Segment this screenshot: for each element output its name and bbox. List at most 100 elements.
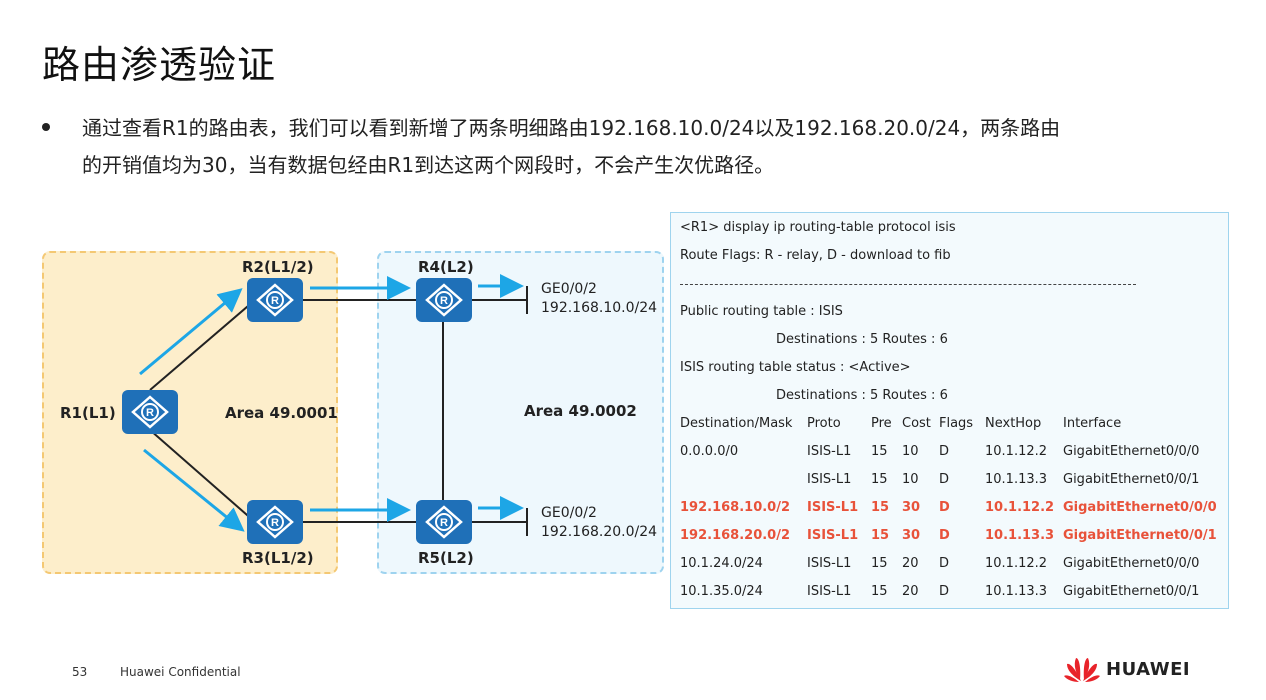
- table-cell: GigabitEthernet0/0/1: [1063, 584, 1200, 599]
- router-r5[interactable]: R: [416, 500, 472, 544]
- table-cell: GigabitEthernet0/0/1: [1063, 528, 1217, 543]
- router-r4-label: R4(L2): [418, 258, 474, 276]
- confidential-label: Huawei Confidential: [120, 665, 241, 679]
- arrow-r1-r3: [143, 448, 245, 532]
- huawei-petal-icon: [1064, 658, 1100, 682]
- table-cell: 10.1.13.3: [985, 472, 1048, 487]
- svg-text:R: R: [271, 295, 279, 307]
- table-cell: 192.168.20.0/2: [680, 528, 791, 543]
- bullet-text: 通过查看R1的路由表，我们可以看到新增了两条明细路由192.168.10.0/2…: [82, 110, 1232, 184]
- link-r1-r2: [149, 299, 256, 391]
- router-r1-label: R1(L1): [60, 404, 116, 422]
- table-cell: ISIS-L1: [807, 528, 859, 543]
- routing-table-output: <R1> display ip routing-table protocol i…: [670, 212, 1229, 609]
- r4-network: 192.168.10.0/24: [541, 300, 658, 316]
- page-number: 53: [72, 665, 88, 679]
- table-cell: D: [939, 444, 950, 459]
- table-cell: 10.1.13.3: [985, 584, 1048, 599]
- table-header-cell: Flags: [939, 416, 974, 431]
- network-diagram: R R R R R R1(L1) R2(L1/2) R3(L1/2) R: [0, 200, 670, 600]
- page-title: 路由渗透验证: [42, 43, 277, 87]
- router-r3-label: R3(L1/2): [242, 549, 314, 567]
- area-l1-label: Area 49.0001: [225, 404, 338, 422]
- r4-interface: GE0/0/2 192.168.10.0/24: [541, 280, 657, 318]
- router-r3[interactable]: R: [247, 500, 303, 544]
- bullet-line-2: 的开销值均为30，当有数据包经由R1到达这两个网段时，不会产生次优路径。: [82, 153, 775, 177]
- r5-interface: GE0/0/2 192.168.20.0/24: [541, 504, 657, 542]
- router-r2[interactable]: R: [247, 278, 303, 322]
- svg-text:R: R: [146, 407, 154, 419]
- table-cell: D: [939, 584, 950, 599]
- route-flags: Route Flags: R - relay, D - download to …: [680, 248, 951, 263]
- table-cell: 30: [902, 500, 921, 515]
- table-cell: 30: [902, 528, 921, 543]
- table-header-cell: Interface: [1063, 416, 1122, 431]
- router-icon: R: [425, 505, 463, 539]
- link-r1-r3: [149, 429, 256, 523]
- table-cell: GigabitEthernet0/0/0: [1063, 444, 1200, 459]
- router-r4[interactable]: R: [416, 278, 472, 322]
- r5-port: GE0/0/2: [541, 505, 597, 521]
- arrow-r1-r2: [139, 288, 243, 376]
- bullet-line-1: 通过查看R1的路由表，我们可以看到新增了两条明细路由192.168.10.0/2…: [82, 116, 1061, 140]
- router-icon: R: [256, 283, 294, 317]
- svg-text:R: R: [271, 517, 279, 529]
- table-cell: 10: [902, 444, 919, 459]
- table-cell: 0.0.0.0/0: [680, 444, 739, 459]
- router-r2-label: R2(L1/2): [242, 258, 314, 276]
- table-header-cell: Pre: [871, 416, 892, 431]
- svg-text:R: R: [440, 295, 448, 307]
- table-cell: 10.1.35.0/24: [680, 584, 763, 599]
- status-line: ISIS routing table status : <Active>: [680, 360, 911, 375]
- router-r5-label: R5(L2): [418, 549, 474, 567]
- table-cell: D: [939, 500, 950, 515]
- table-cell: D: [939, 472, 950, 487]
- table-cell: ISIS-L1: [807, 500, 859, 515]
- separator-line: [680, 284, 1136, 285]
- area-l2-label: Area 49.0002: [524, 402, 637, 420]
- table-cell: 10.1.24.0/24: [680, 556, 763, 571]
- table-cell: 10: [902, 472, 919, 487]
- topology-links: [139, 274, 528, 536]
- command-line: <R1> display ip routing-table protocol i…: [680, 220, 956, 235]
- table-cell: ISIS-L1: [807, 584, 852, 599]
- r4-port: GE0/0/2: [541, 281, 597, 297]
- table-cell: ISIS-L1: [807, 556, 852, 571]
- table-cell: 10.1.12.2: [985, 444, 1048, 459]
- table-cell: 15: [871, 444, 888, 459]
- bullet-point: 通过查看R1的路由表，我们可以看到新增了两条明细路由192.168.10.0/2…: [42, 110, 1232, 184]
- r5-network: 192.168.20.0/24: [541, 524, 658, 540]
- huawei-logo-text: HUAWEI: [1106, 658, 1191, 680]
- public-table-line: Public routing table : ISIS: [680, 304, 843, 319]
- bullet-dot: [42, 123, 50, 131]
- table-cell: ISIS-L1: [807, 444, 852, 459]
- destinations-line-2: Destinations : 5 Routes : 6: [776, 388, 948, 403]
- destinations-line-1: Destinations : 5 Routes : 6: [776, 332, 948, 347]
- svg-text:R: R: [440, 517, 448, 529]
- table-cell: 10.1.12.2: [985, 500, 1055, 515]
- table-cell: GigabitEthernet0/0/1: [1063, 472, 1200, 487]
- router-icon: R: [131, 395, 169, 429]
- table-header-cell: Destination/Mask: [680, 416, 793, 431]
- huawei-logo: HUAWEI: [1064, 655, 1190, 683]
- table-header-cell: Proto: [807, 416, 841, 431]
- table-cell: 20: [902, 556, 919, 571]
- table-header-cell: Cost: [902, 416, 931, 431]
- router-r1[interactable]: R: [122, 390, 178, 434]
- table-cell: 20: [902, 584, 919, 599]
- table-cell: GigabitEthernet0/0/0: [1063, 556, 1200, 571]
- table-cell: 15: [871, 500, 890, 515]
- table-cell: 15: [871, 472, 888, 487]
- table-cell: D: [939, 556, 950, 571]
- table-cell: 10.1.13.3: [985, 528, 1055, 543]
- table-cell: 10.1.12.2: [985, 556, 1048, 571]
- table-cell: 15: [871, 584, 888, 599]
- table-cell: D: [939, 528, 950, 543]
- router-icon: R: [256, 505, 294, 539]
- table-cell: GigabitEthernet0/0/0: [1063, 500, 1217, 515]
- table-header-cell: NextHop: [985, 416, 1042, 431]
- table-cell: ISIS-L1: [807, 472, 852, 487]
- table-cell: 192.168.10.0/2: [680, 500, 791, 515]
- router-icon: R: [425, 283, 463, 317]
- table-cell: 15: [871, 528, 890, 543]
